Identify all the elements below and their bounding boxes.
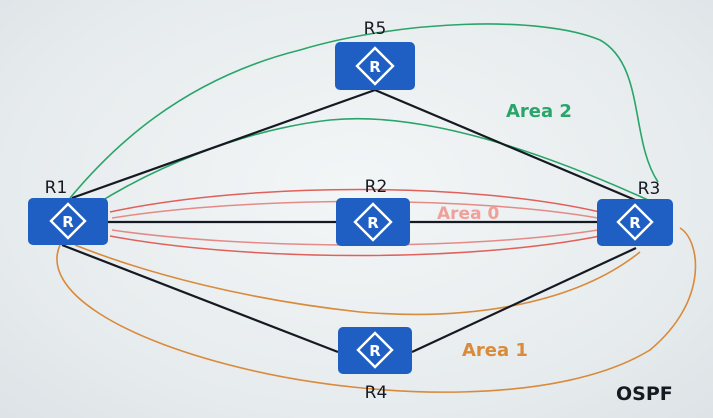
area2-boundary <box>69 23 659 206</box>
area-label-area0: Area 0 <box>437 204 499 224</box>
router-label-r3: R3 <box>638 179 661 199</box>
link-r1-r4 <box>61 243 339 354</box>
router-r4[interactable]: R <box>338 327 412 374</box>
area-label-area1: Area 1 <box>462 340 528 361</box>
router-icon-symbol: R <box>62 213 74 231</box>
router-icon-diamond <box>616 203 654 241</box>
router-icon-symbol: R <box>629 214 641 232</box>
router-icon-body <box>28 198 108 245</box>
router-icon-diamond <box>355 46 395 86</box>
router-label-r4: R4 <box>365 383 388 403</box>
link-r5-r3 <box>374 88 641 204</box>
router-icon-diamond <box>49 202 87 240</box>
router-icon-diamond <box>356 331 394 369</box>
router-icon-symbol: R <box>369 342 381 360</box>
router-label-r5: R5 <box>364 19 387 39</box>
router-icon-symbol: R <box>367 214 379 232</box>
area-label-area2: Area 2 <box>506 101 572 122</box>
router-icon-body <box>335 42 415 90</box>
router-label-r2: R2 <box>365 177 388 197</box>
link-r1-r5 <box>71 88 376 200</box>
area1-boundary <box>56 227 697 393</box>
links <box>61 88 641 354</box>
router-r1[interactable]: R <box>28 198 108 245</box>
router-icon-diamond <box>353 202 393 242</box>
router-r2[interactable]: R <box>336 198 410 246</box>
router-icon-symbol: R <box>369 58 381 76</box>
link-r4-r3 <box>411 247 637 353</box>
router-icon-body <box>338 327 412 374</box>
router-icon-body <box>336 198 410 246</box>
router-r3[interactable]: R <box>597 199 673 246</box>
router-r5[interactable]: R <box>335 42 415 90</box>
protocol-label: OSPF <box>616 383 673 405</box>
router-label-r1: R1 <box>45 178 68 198</box>
router-icon-body <box>597 199 673 246</box>
